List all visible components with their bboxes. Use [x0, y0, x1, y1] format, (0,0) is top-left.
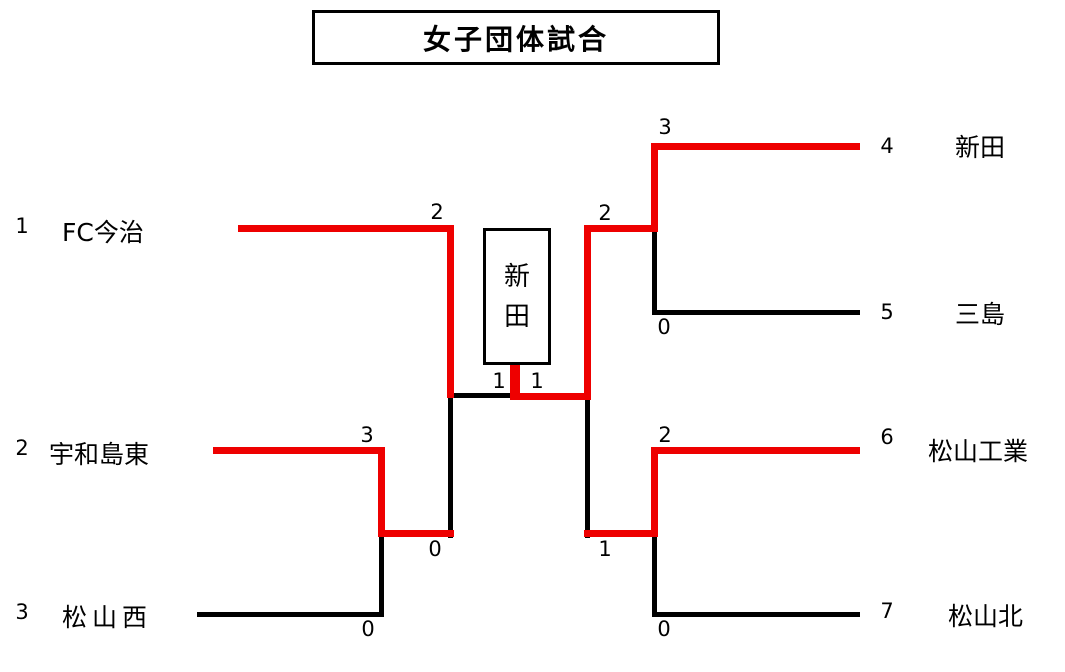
score-final-left: 1 — [492, 369, 506, 393]
mishima-line — [652, 310, 860, 315]
champion-name-char1: 新 — [503, 261, 530, 292]
champion-stub-vertical — [510, 362, 520, 400]
tournament-title: 女子団体試合 — [422, 22, 609, 56]
uwajima-higashi-semifinal-takeoff — [378, 530, 454, 537]
team-label-fc-imabari: FC今治 — [62, 218, 144, 247]
fc-imabari-line — [238, 225, 454, 232]
team-label-mishima: 三島 — [955, 300, 1006, 329]
seed-6: 6 — [880, 425, 894, 449]
left-semifinal-connector-lower — [448, 395, 453, 538]
nitta-advance-vertical — [651, 143, 658, 232]
team-label-uwajima-higashi: 宇和島東 — [49, 440, 150, 469]
matsuyama-kogyo-advance-vertical — [651, 447, 658, 537]
matsuyama-kogyo-line — [651, 447, 860, 454]
score-uwajima-higashi-round1: 3 — [360, 423, 374, 447]
score-fc-imabari-semifinal: 2 — [430, 200, 444, 224]
score-matsuyama-kita-round1: 0 — [657, 617, 671, 641]
score-nitta-semifinal: 2 — [598, 201, 612, 225]
nitta-line — [651, 143, 860, 150]
team-label-matsuyama-nishi: 松山西 — [62, 603, 153, 632]
right-round1-top-connector-lower — [652, 228, 657, 315]
seed-1: 1 — [15, 214, 29, 238]
nitta-to-final-vertical — [584, 225, 591, 400]
seed-4: 4 — [880, 134, 894, 158]
uwajima-higashi-line — [213, 447, 385, 454]
score-matsuyama-kogyo-round1: 2 — [658, 423, 672, 447]
matsuyama-kita-line — [652, 612, 860, 617]
nitta-semifinal-takeoff — [584, 225, 658, 232]
score-final-right: 1 — [530, 369, 544, 393]
final-connector-right — [510, 393, 591, 400]
final-connector-left — [448, 393, 515, 398]
champion-name-char2: 田 — [503, 301, 530, 332]
right-semifinal-connector-lower — [585, 395, 590, 538]
tournament-title-box: 女子団体試合 — [312, 10, 720, 65]
seed-5: 5 — [880, 300, 894, 324]
champion-box: 新 田 — [483, 228, 551, 365]
seed-2: 2 — [15, 436, 29, 460]
right-round1-bottom-connector-lower — [652, 533, 657, 617]
uwajima-higashi-advance-vertical — [378, 447, 385, 537]
score-matsuyama-kogyo-semifinal: 1 — [598, 537, 612, 561]
score-nitta-round1: 3 — [658, 115, 672, 139]
seed-3: 3 — [15, 600, 29, 624]
score-uwajima-higashi-semifinal: 0 — [428, 537, 442, 561]
score-matsuyama-nishi-round1: 0 — [361, 617, 375, 641]
team-label-matsuyama-kogyo: 松山工業 — [928, 437, 1029, 466]
matsuyama-nishi-line — [197, 612, 384, 617]
fc-imabari-to-final-vertical — [447, 225, 454, 398]
matsuyama-kogyo-semifinal-takeoff — [584, 530, 658, 537]
score-mishima-round1: 0 — [657, 315, 671, 339]
team-label-nitta: 新田 — [955, 133, 1006, 162]
seed-7: 7 — [880, 599, 894, 623]
left-round1-connector-lower — [379, 533, 384, 617]
team-label-matsuyama-kita: 松山北 — [948, 602, 1024, 631]
